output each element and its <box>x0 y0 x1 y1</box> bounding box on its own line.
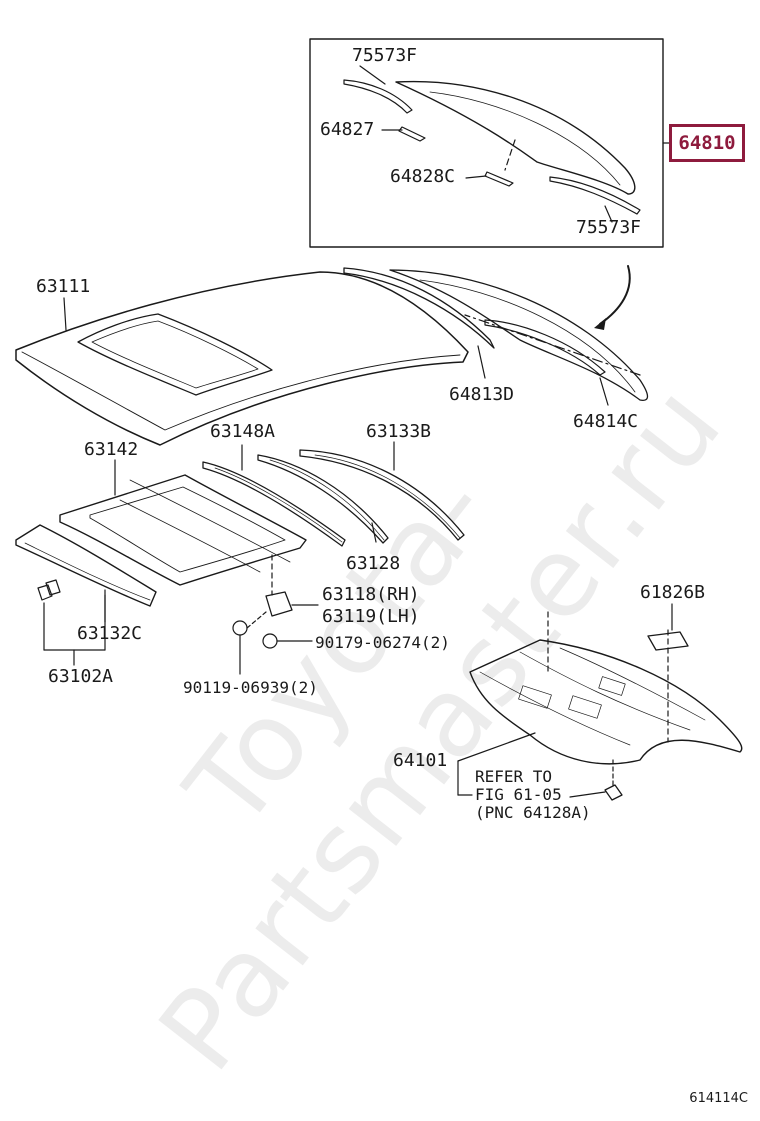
inset-molding-bottom <box>550 177 640 214</box>
roof-rail-63133b <box>300 450 464 540</box>
inset-clip-64827 <box>399 127 425 141</box>
roof-panel-edge <box>22 352 460 430</box>
part-label-63128: 63128 <box>346 553 401 574</box>
part-label-75573f-top: 75573F <box>352 45 418 66</box>
sunroof-frame <box>60 475 306 585</box>
roof-rail-63128 <box>258 455 388 543</box>
part-label-63142: 63142 <box>84 439 139 460</box>
reference-note-line2: FIG 61-05 <box>475 785 562 804</box>
arrow-from-inset <box>600 266 630 324</box>
part-label-63148a: 63148A <box>210 421 276 442</box>
part-label-64813d: 64813D <box>449 384 515 405</box>
sunroof-opening-inner <box>92 321 258 388</box>
roof-reinforcement-front <box>16 525 156 606</box>
sunroof-opening <box>78 314 272 395</box>
back-glass-64814c <box>390 270 648 400</box>
figure-code: 614114C <box>689 1091 748 1106</box>
sunroof-frame-rail <box>120 480 290 572</box>
inset-glass-inner <box>430 92 620 185</box>
part-label-63102a: 63102A <box>48 666 114 687</box>
part-label-63132c: 63132C <box>77 623 143 644</box>
part-label-63133b: 63133B <box>366 421 432 442</box>
inset-back-glass <box>396 82 635 194</box>
reference-note: REFER TO FIG 61-05 (PNC 64128A) <box>475 768 591 822</box>
bolt-90119 <box>233 621 247 635</box>
reference-note-line3: (PNC 64128A) <box>475 803 591 822</box>
inset-molding-top <box>344 80 412 113</box>
sunroof-frame-inner <box>90 487 285 572</box>
rear-floor-pan <box>470 640 742 764</box>
part-label-63119-lh: 63119(LH) <box>322 606 420 627</box>
reference-note-line1: REFER TO <box>475 767 553 786</box>
part-label-90179: 90179-06274(2) <box>315 633 450 652</box>
part-label-64101: 64101 <box>393 750 448 771</box>
part-label-64827: 64827 <box>320 119 375 140</box>
back-glass-inner <box>420 280 635 392</box>
clip-63102a-right <box>46 580 60 595</box>
pad-61826b <box>648 632 688 650</box>
bracket-63118 <box>266 592 292 616</box>
roof-rail-63148a <box>203 462 345 546</box>
clip-63102a-left <box>38 585 52 600</box>
inset-clip-64828c <box>485 172 513 186</box>
nut-90179 <box>263 634 277 648</box>
part-label-63111: 63111 <box>36 276 91 297</box>
part-label-64814c: 64814C <box>573 411 639 432</box>
roof-panel <box>16 272 468 445</box>
part-label-75573f-bottom: 75573F <box>576 217 642 238</box>
part-label-61826b: 61826B <box>640 582 706 603</box>
part-label-64810-highlighted[interactable]: 64810 <box>669 124 745 162</box>
part-label-64828c: 64828C <box>390 166 456 187</box>
inset-frame <box>310 39 663 247</box>
part-label-90119: 90119-06939(2) <box>183 678 318 697</box>
part-label-63118-rh: 63118(RH) <box>322 584 420 605</box>
clip-64128a <box>605 785 622 800</box>
molding-64813d <box>344 268 494 348</box>
